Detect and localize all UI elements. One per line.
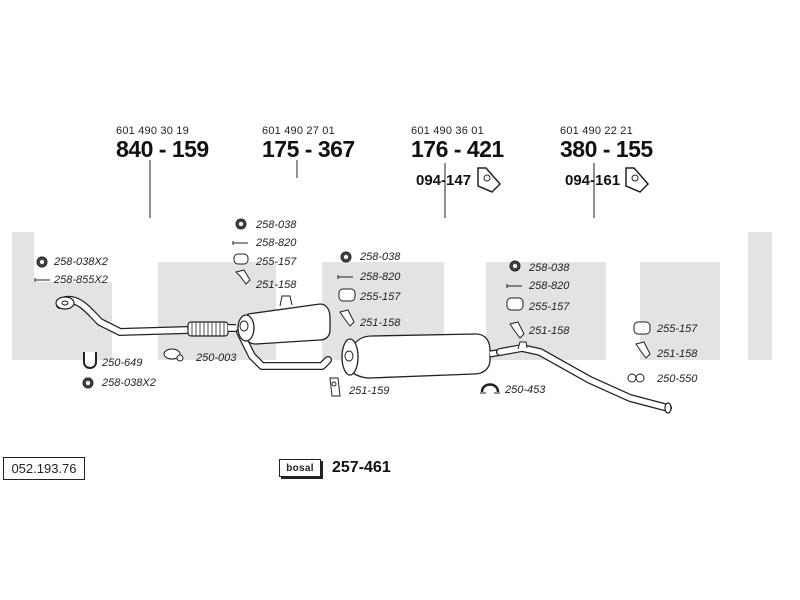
part-label: 255-157 (360, 291, 401, 303)
kit-number: 257-461 (332, 459, 391, 476)
part-label: 255-157 (657, 323, 698, 335)
bracket-icon (235, 269, 251, 285)
middle-silencer (341, 333, 503, 379)
part-label: 258-820 (256, 237, 297, 249)
bolt-icon (232, 241, 248, 245)
rubber-ring-icon (233, 253, 249, 265)
part-label: 258-038 (529, 262, 570, 274)
oe-number: 601 490 22 21 (560, 125, 633, 137)
rubber-ring-icon (338, 288, 356, 302)
bolt-icon (506, 284, 522, 288)
part-label: 258-038 (360, 251, 401, 263)
hanger-icon (329, 377, 341, 397)
hanger-icon (625, 167, 650, 193)
nut-icon (235, 218, 247, 230)
part-label: 258-038X2 (102, 377, 156, 389)
oe-number: 601 490 30 19 (116, 125, 189, 137)
rear-pipe (496, 341, 672, 414)
part-label: 251-158 (256, 279, 297, 291)
reference-code: 052.193.76 (3, 457, 85, 480)
nut-icon (36, 256, 48, 268)
bracket-icon (339, 309, 355, 327)
hanger-icon (477, 167, 502, 193)
nut-icon (340, 251, 352, 263)
front-silencer (236, 295, 332, 370)
part-label: 250-453 (505, 384, 546, 396)
part-label: 251-158 (657, 348, 698, 360)
ring-icon (627, 373, 645, 383)
bolt-icon (337, 275, 353, 279)
part-label: 258-855X2 (54, 274, 108, 286)
part-label: 251-158 (360, 317, 401, 329)
part-label: 255-157 (256, 256, 297, 268)
part-label: 258-038 (256, 219, 297, 231)
kit-number-block: bosal 257-461 (279, 459, 391, 477)
part-label: 251-159 (349, 385, 390, 397)
bracket-icon (635, 341, 651, 359)
part-number: 175 - 367 (262, 136, 355, 162)
oe-number: 601 490 36 01 (411, 125, 484, 137)
part-label: 258-820 (529, 280, 570, 292)
clamp-icon (163, 348, 184, 362)
part-label: 251-158 (529, 325, 570, 337)
bosal-logo: bosal (279, 459, 321, 477)
part-label: 250-649 (102, 357, 143, 369)
part-label: 250-003 (196, 352, 237, 364)
part-label: 255-157 (529, 301, 570, 313)
rubber-ring-icon (506, 297, 524, 311)
part-number: 380 - 155 (560, 136, 653, 162)
part-label: 250-550 (657, 373, 698, 385)
part-number: 840 - 159 (116, 136, 209, 162)
bolt-icon (34, 278, 50, 282)
hanger-part-number: 094-161 (565, 172, 621, 189)
part-icons (34, 167, 651, 397)
part-label: 258-820 (360, 271, 401, 283)
rubber-ring-icon (633, 321, 651, 335)
nut-icon (82, 377, 94, 389)
clamp-icon (480, 383, 500, 394)
part-number: 176 - 421 (411, 136, 504, 162)
part-label: 258-038X2 (54, 256, 108, 268)
hanger-part-number: 094-147 (416, 172, 472, 189)
oe-number: 601 490 27 01 (262, 125, 335, 137)
front-pipe (55, 295, 236, 337)
bracket-icon (509, 321, 525, 339)
u-bolt-icon (83, 352, 97, 369)
nut-icon (509, 260, 521, 272)
